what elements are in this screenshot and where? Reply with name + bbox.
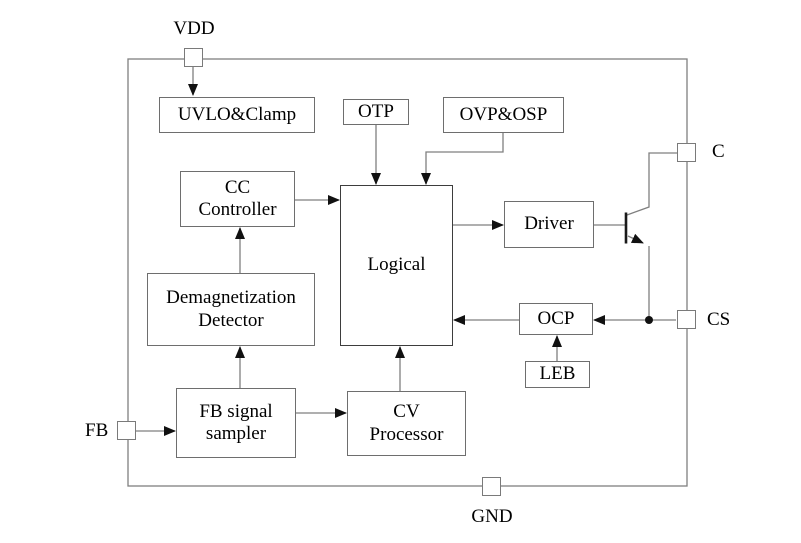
block-driver: Driver: [504, 201, 594, 248]
pin-cs: [677, 310, 696, 329]
block-uvlo-clamp: UVLO&Clamp: [159, 97, 315, 133]
block-leb-label: LEB: [539, 363, 576, 385]
block-fb-sampler-label-line2: sampler: [205, 423, 267, 444]
block-cc-controller-label-line2: Controller: [198, 199, 277, 220]
block-logical-label: Logical: [367, 254, 426, 276]
block-cv-processor: CV Processor: [347, 391, 466, 456]
block-ovp-osp-label: OVP&OSP: [459, 103, 548, 125]
chip-outline: [127, 58, 688, 487]
block-driver-label: Driver: [524, 213, 574, 235]
block-logical: Logical: [340, 185, 453, 346]
junction-dot: [645, 316, 653, 324]
block-demag-detector-label-line2: Detector: [198, 309, 264, 331]
pin-vdd-label: VDD: [173, 18, 215, 39]
pin-fb: [117, 421, 136, 440]
block-cv-processor-label-line1: CV: [393, 401, 420, 423]
block-ocp: OCP: [519, 303, 593, 335]
block-fb-sampler: FB signal sampler: [176, 388, 296, 458]
pin-cs-label: CS: [707, 309, 731, 330]
block-ocp-label: OCP: [537, 307, 575, 329]
wire-collector-to-c-pin: [626, 152, 677, 216]
block-demag-detector: Demagnetization Detector: [147, 273, 315, 346]
pin-vdd: [184, 48, 203, 67]
block-otp: OTP: [343, 99, 409, 125]
pin-gnd-label: GND: [471, 506, 513, 527]
npn-transistor-icon: [624, 212, 644, 244]
block-ovp-osp: OVP&OSP: [443, 97, 564, 133]
pin-fb-label: FB: [85, 420, 109, 441]
block-leb: LEB: [525, 361, 590, 388]
block-cc-controller-label-line1: CC: [224, 176, 251, 198]
pin-gnd: [482, 477, 501, 496]
wire-ovp-to-logical: [421, 133, 504, 185]
block-cc-controller: CC Controller: [180, 171, 295, 227]
block-cv-processor-label-line2: Processor: [369, 423, 444, 445]
block-fb-sampler-label-line1: FB signal: [199, 400, 273, 422]
block-demag-detector-label-line1: Demagnetization: [166, 287, 296, 309]
pin-c: [677, 143, 696, 162]
pin-c-label: C: [712, 141, 725, 162]
block-otp-label: OTP: [358, 100, 394, 122]
block-uvlo-clamp-label: UVLO&Clamp: [177, 103, 297, 125]
